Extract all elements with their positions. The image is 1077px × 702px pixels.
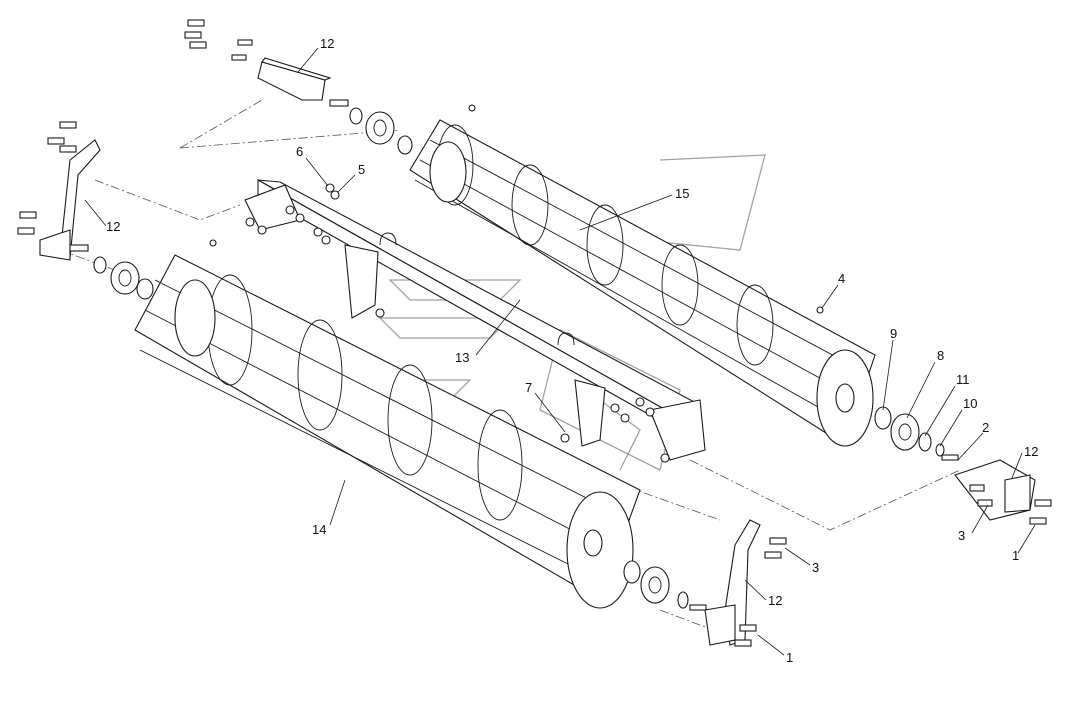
ring-10: [935, 443, 945, 457]
roller-15: [409, 119, 876, 447]
roller-15-rings: [436, 124, 774, 366]
frame-bracket-upper: [344, 244, 379, 319]
frame-end-plate-right: [649, 399, 706, 461]
callout-12-bottom: 12: [768, 593, 782, 608]
bearing-upper-left: [349, 107, 413, 155]
bracket-12-bottom: [704, 519, 761, 646]
callout-3-bottom: 3: [812, 560, 819, 575]
roller-15-hub: [835, 383, 855, 413]
bearing-8: [890, 413, 920, 451]
callouts: 12 12 12 12 6 5 15 4 13 7 9 8 11 10 2 14…: [106, 36, 1038, 665]
roller-14-hub: [583, 529, 603, 557]
washer-left: [136, 278, 154, 300]
callout-1-right: 1: [1012, 548, 1019, 563]
callout-12-top: 12: [320, 36, 334, 51]
frame-hook-upper: [379, 232, 397, 246]
callout-4: 4: [838, 271, 845, 286]
nuts: [209, 104, 824, 463]
callout-7: 7: [525, 380, 532, 395]
alignment-lines: [59, 99, 961, 641]
callout-15: 15: [675, 186, 689, 201]
callout-14: 14: [312, 522, 326, 537]
bolts: [17, 19, 1052, 647]
washer-9: [874, 406, 892, 430]
bracket-12-top: [257, 57, 332, 101]
frame-bar-13: [244, 179, 706, 461]
callout-6: 6: [296, 144, 303, 159]
bracket-12-left: [39, 139, 101, 261]
callout-13: 13: [455, 350, 469, 365]
callout-1-bottom: 1: [786, 650, 793, 665]
callout-11: 11: [956, 372, 970, 387]
roller-14-back-disc: [174, 279, 216, 357]
callout-2: 2: [982, 420, 989, 435]
callout-9: 9: [890, 326, 897, 341]
bearing-lower: [623, 560, 689, 609]
leader-lines: [84, 47, 1036, 656]
roller-14: [134, 254, 641, 609]
ring-11: [918, 432, 932, 452]
washer-upper-left: [397, 135, 413, 155]
callout-10: 10: [963, 396, 977, 411]
frame-hook-lower: [557, 332, 575, 346]
bearing-left: [93, 256, 154, 300]
bracket-12-right: [954, 459, 1036, 521]
callout-3-right: 3: [958, 528, 965, 543]
callout-12-right: 12: [1024, 444, 1038, 459]
callout-5: 5: [358, 162, 365, 177]
frame-bracket-lower: [574, 379, 606, 447]
bearing-right: [874, 406, 945, 457]
callout-12-left: 12: [106, 219, 120, 234]
callout-8: 8: [937, 348, 944, 363]
roller-15-back-disc: [429, 141, 467, 203]
